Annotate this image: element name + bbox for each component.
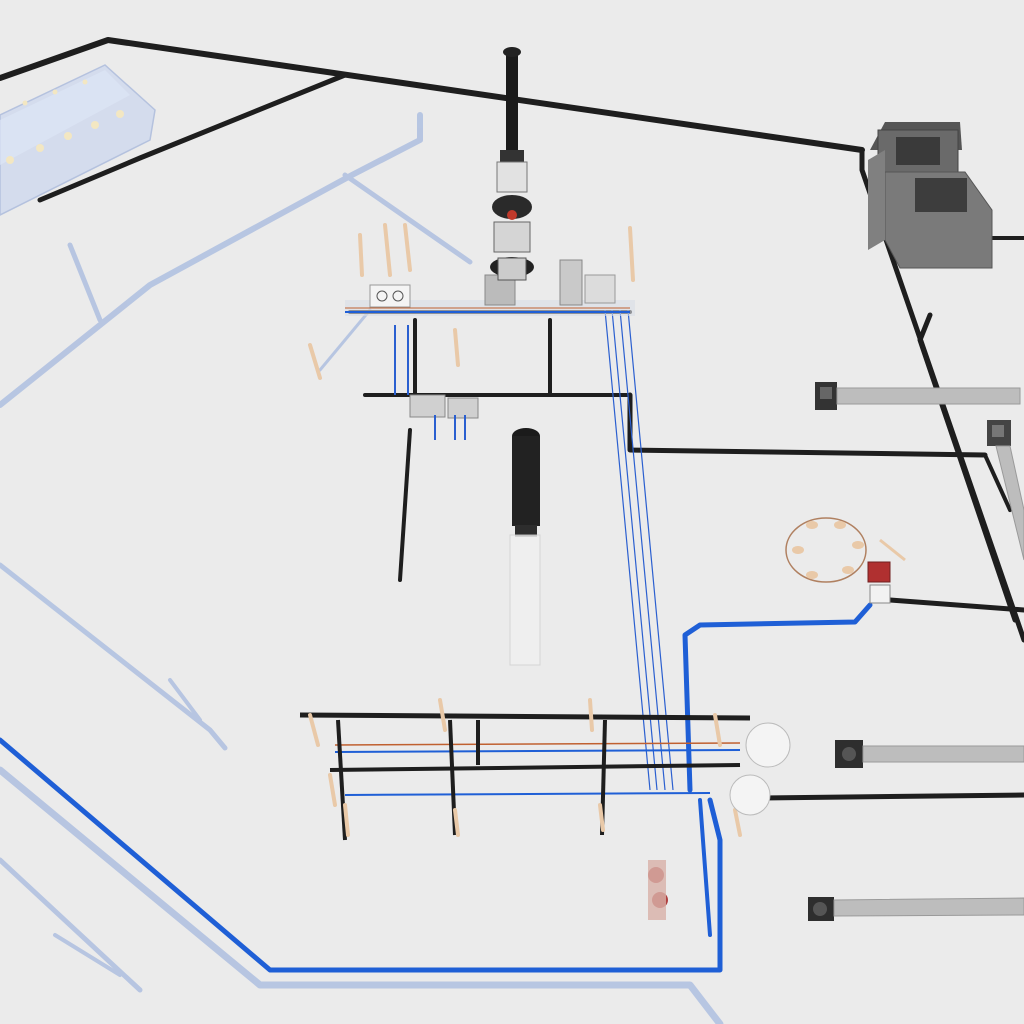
blue-supply-pipe [0, 602, 873, 973]
vent-stack-icon [509, 428, 541, 666]
upper-mechanical-cluster [308, 223, 635, 440]
valve-block-2 [447, 397, 479, 419]
ghost-pipe-network [0, 112, 724, 1024]
valve-icon [648, 722, 791, 920]
filter-housing [559, 259, 583, 306]
light-fixture-panel [0, 64, 156, 216]
duct-run-2 [987, 420, 1024, 561]
thin-riser-bundle [604, 309, 674, 791]
equipment-box [369, 284, 411, 308]
valve-block-1 [409, 394, 446, 418]
tank-box-icon [868, 122, 993, 269]
floor-drain-icon [808, 897, 1024, 921]
duct-run-3 [835, 740, 1024, 768]
lower-manifold-assembly [299, 698, 791, 920]
exhaust-stack-icon [490, 47, 534, 281]
duct-run-1 [815, 382, 1021, 410]
water-heater-icon [785, 517, 906, 604]
